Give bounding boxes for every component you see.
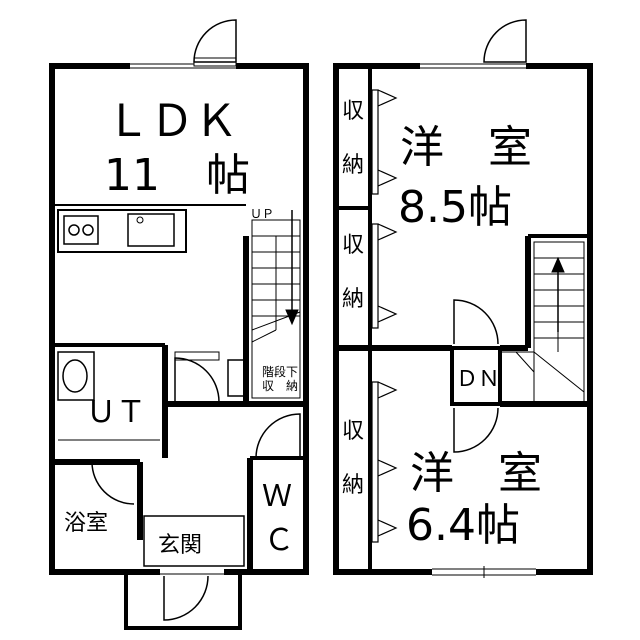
under-stair-label-1: 階段下 xyxy=(262,364,298,379)
hall-door-swing xyxy=(174,357,220,403)
room-top-name: 洋 室 xyxy=(400,122,532,173)
landing-box xyxy=(450,346,502,406)
stove xyxy=(63,215,99,245)
bath-door-swing xyxy=(91,461,135,505)
ldk-number: 11 xyxy=(104,150,160,201)
wc-door-swing xyxy=(255,413,301,459)
ut-label: ＵＴ xyxy=(86,395,146,430)
stair-up-label: ＵＰ xyxy=(250,207,274,221)
ldk-unit: 帖 xyxy=(206,150,250,201)
second-floor xyxy=(333,19,593,578)
wc-label-w: Ｗ xyxy=(262,479,292,514)
washbasin xyxy=(57,351,95,401)
entrance-label: 玄関 xyxy=(158,533,202,558)
room-bottom-size: 6.4帖 xyxy=(406,500,520,551)
wc-label-c: Ｃ xyxy=(264,523,294,558)
closet-doors xyxy=(371,89,398,543)
kitchen-counter xyxy=(57,209,187,253)
ldk-title: ＬＤＫ xyxy=(106,96,238,147)
under-stair-label-2: 収 納 xyxy=(262,379,298,393)
closet-mid-char1: 収 xyxy=(342,233,364,258)
closet-top-char2: 納 xyxy=(342,153,364,178)
room-top-size: 8.5帖 xyxy=(398,182,512,233)
closet-bottom-char1: 収 xyxy=(342,419,364,444)
entrance-door-swing xyxy=(163,575,209,621)
room-bottom-name: 洋 室 xyxy=(410,448,542,499)
bath-label: 浴室 xyxy=(64,511,108,536)
closet-mid-char2: 納 xyxy=(342,287,364,312)
top-door-swing xyxy=(193,19,237,63)
closet-top-char1: 収 xyxy=(342,99,364,124)
closet-bottom-char2: 納 xyxy=(342,473,364,498)
first-floor xyxy=(49,19,309,630)
room-door-swing xyxy=(453,299,499,345)
entrance-box xyxy=(143,515,245,567)
sink xyxy=(127,213,175,247)
top-door-swing-2f xyxy=(483,19,527,63)
stair-down-label: ＤＮ xyxy=(456,367,500,392)
second-floor-stairs xyxy=(500,241,585,403)
bottom-room-door-swing xyxy=(453,407,499,453)
first-floor-stairs xyxy=(251,210,301,399)
